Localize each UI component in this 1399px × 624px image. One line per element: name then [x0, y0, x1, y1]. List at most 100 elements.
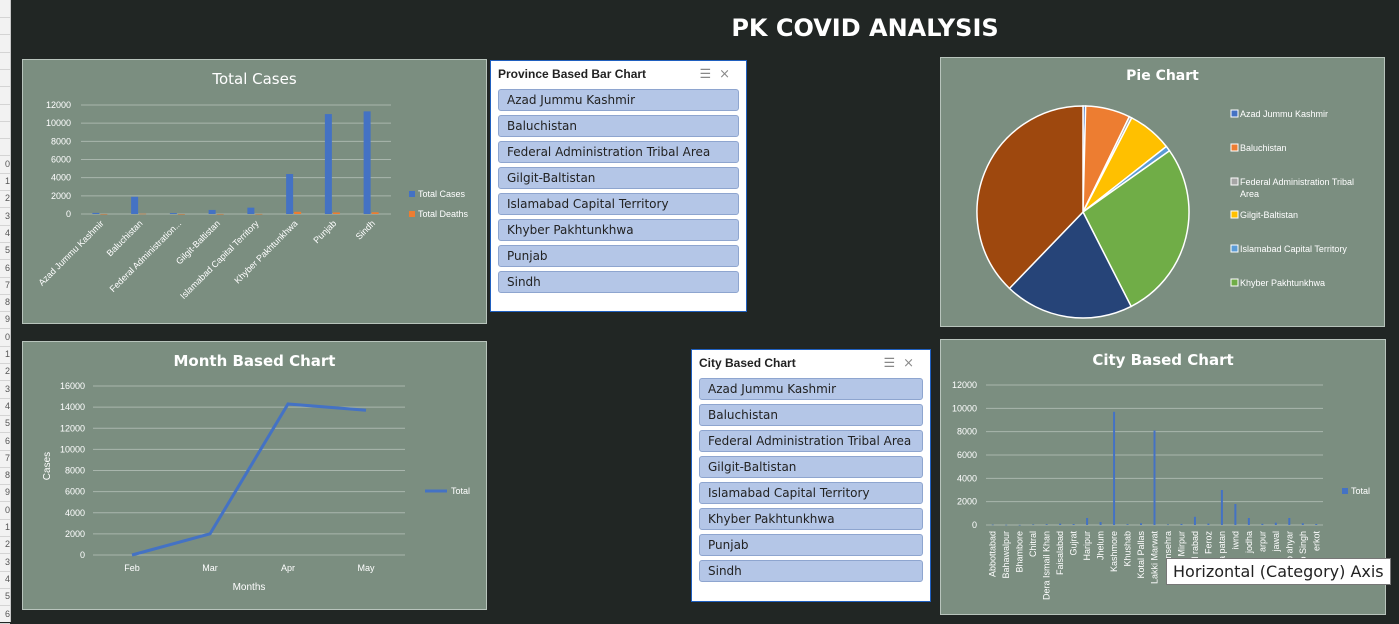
row-number	[0, 0, 10, 18]
legend-label: Baluchistan	[1240, 143, 1287, 153]
slicer-item[interactable]: Gilgit-Baltistan	[699, 456, 923, 478]
y-tick-label: 12000	[952, 380, 977, 390]
bar	[371, 212, 379, 214]
row-number: 8	[0, 294, 10, 313]
y-tick-label: 16000	[60, 381, 85, 391]
y-tick-label: 6000	[957, 450, 977, 460]
row-number: 9	[0, 484, 10, 503]
bar	[1140, 523, 1143, 525]
slicer-item[interactable]: Federal Administration Tribal Area	[699, 430, 923, 452]
x-tick-label: Kotal Pallas	[1136, 531, 1146, 579]
x-tick-label: To Singh	[1298, 531, 1308, 566]
slicer-item[interactable]: Sindh	[498, 271, 739, 293]
province-slicer[interactable]: Province Based Bar Chart ☰⨯ Azad Jummu K…	[490, 60, 747, 312]
clear-filter-icon[interactable]: ☰⨯	[883, 355, 922, 370]
bar	[1193, 516, 1196, 525]
y-tick-label: 6000	[51, 155, 71, 165]
y-tick-label: 12000	[46, 100, 71, 110]
slicer-item[interactable]: Azad Jummu Kashmir	[498, 89, 739, 111]
slicer-item[interactable]: Gilgit-Baltistan	[498, 167, 739, 189]
y-tick-label: 2000	[957, 497, 977, 507]
x-tick-label: Baluchistan	[105, 218, 145, 258]
bar	[363, 111, 371, 214]
legend-label: Total Cases	[418, 189, 466, 199]
x-tick-label: To ahyar	[1284, 531, 1294, 566]
bar	[1032, 524, 1035, 526]
row-number: 4	[0, 571, 10, 589]
x-tick-label: erkot	[1311, 531, 1321, 552]
row-number: 3	[0, 381, 10, 399]
x-tick-label: Feroz	[1203, 531, 1213, 555]
multi-select-icon[interactable]: ☰⨯	[699, 66, 738, 81]
y-tick-label: 10000	[952, 403, 977, 413]
slicer-item[interactable]: Punjab	[699, 534, 923, 556]
row-number: 3	[0, 554, 10, 572]
x-tick-label: Khushab	[1123, 531, 1133, 567]
y-tick-label: 8000	[957, 427, 977, 437]
x-tick-label: Federal Administration...	[108, 218, 184, 294]
slicer-item[interactable]: Sindh	[699, 560, 923, 582]
city-chart-title: City Based Chart	[1092, 351, 1234, 369]
row-number: 1	[0, 173, 10, 191]
x-tick-label: Apr	[281, 563, 295, 573]
row-number	[0, 87, 10, 105]
x-tick-label: Dera Ismail Khan	[1042, 531, 1052, 600]
x-tick-label: arpur	[1257, 531, 1267, 552]
pie-slice	[1082, 149, 1190, 308]
pie-slice	[976, 105, 1084, 290]
bar	[247, 207, 255, 214]
x-tick-label: Azad Jummu Kashmir	[36, 218, 105, 287]
x-tick-label: Abbottabad	[988, 531, 998, 577]
x-tick-label: jodha	[1244, 531, 1254, 554]
bar	[1018, 524, 1021, 526]
x-tick-label: Faisalabad	[1055, 531, 1065, 575]
row-number: 7	[0, 277, 10, 295]
x-tick-label: Sindh	[354, 218, 377, 241]
slicer-item[interactable]: Khyber Pakhtunkhwa	[699, 508, 923, 530]
bar	[1113, 411, 1116, 525]
bar	[169, 213, 177, 214]
slicer-item[interactable]: Khyber Pakhtunkhwa	[498, 219, 739, 241]
slicer-item[interactable]: Islamabad Capital Territory	[699, 482, 923, 504]
city-slicer-title: City Based Chart	[699, 356, 796, 370]
slicer-item[interactable]: Baluchistan	[498, 115, 739, 137]
slicer-item[interactable]: Baluchistan	[699, 404, 923, 426]
legend-label: Azad Jummu Kashmir	[1240, 109, 1328, 119]
row-number: 6	[0, 260, 10, 278]
y-tick-label: 2000	[51, 191, 71, 201]
legend-label: Area	[1240, 189, 1259, 199]
bar	[1261, 523, 1264, 525]
legend-label: Islamabad Capital Territory	[1240, 244, 1347, 254]
bar	[294, 211, 302, 214]
slicer-item[interactable]: Azad Jummu Kashmir	[699, 378, 923, 400]
bar	[1315, 524, 1318, 525]
legend-swatch	[1230, 244, 1239, 253]
bar	[216, 213, 224, 215]
y-tick-label: 14000	[60, 402, 85, 412]
slicer-item[interactable]: Federal Administration Tribal Area	[498, 141, 739, 163]
bar	[324, 114, 332, 214]
slicer-item[interactable]: Islamabad Capital Territory	[498, 193, 739, 215]
y-tick-label: 4000	[957, 473, 977, 483]
y-tick-label: 10000	[46, 118, 71, 128]
slicer-item[interactable]: Punjab	[498, 245, 739, 267]
axis-tooltip: Horizontal (Category) Axis	[1166, 558, 1391, 585]
row-number	[0, 35, 10, 53]
x-tick-label: May	[357, 563, 375, 573]
row-number: 4	[0, 225, 10, 243]
row-number: 1	[0, 346, 10, 364]
row-number: 5	[0, 415, 10, 434]
bar	[1247, 518, 1250, 525]
bar	[1220, 490, 1223, 525]
bar	[1099, 522, 1102, 525]
bar	[1045, 524, 1048, 525]
legend-swatch	[1230, 177, 1239, 186]
x-tick-label: Bhambore	[1015, 531, 1025, 573]
x-tick-label: Mirpur	[1176, 531, 1186, 557]
